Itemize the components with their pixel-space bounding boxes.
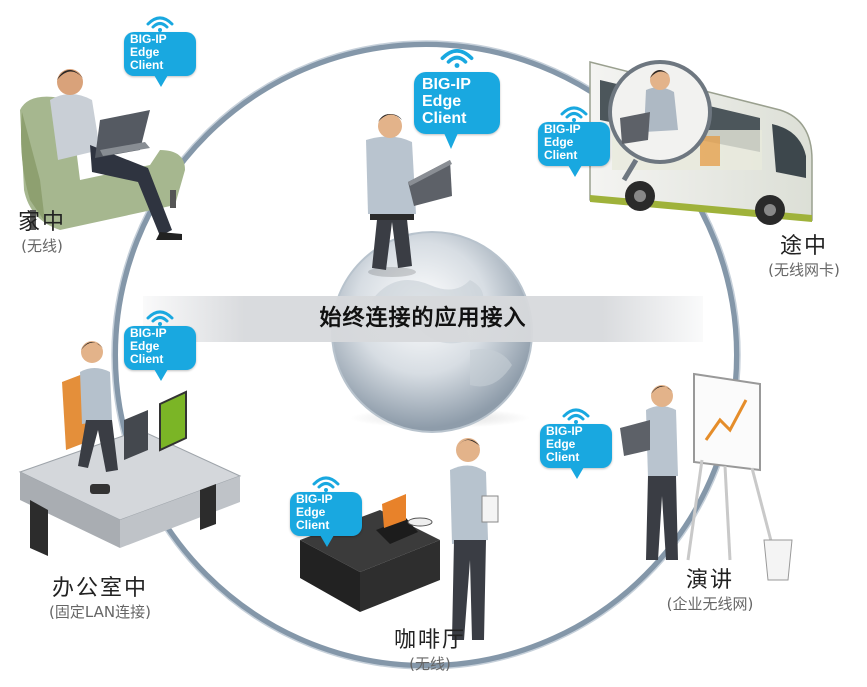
location-name: 演讲 bbox=[685, 568, 734, 593]
wifi-icon bbox=[312, 476, 340, 492]
wifi-icon bbox=[146, 310, 174, 326]
wifi-icon bbox=[440, 49, 474, 68]
location-name: 途中 bbox=[779, 234, 828, 259]
cafe-figure bbox=[300, 438, 499, 640]
badge-bubble bbox=[124, 32, 196, 87]
presentation-figure bbox=[620, 372, 793, 581]
location-connection: (无线) bbox=[409, 655, 451, 673]
location-name: 咖啡厅 bbox=[393, 628, 466, 653]
home-person-figure bbox=[20, 69, 185, 240]
connection-ring bbox=[112, 41, 740, 669]
badge-bubble bbox=[290, 492, 362, 547]
location-connection: (无线网卡) bbox=[768, 261, 840, 279]
location-name: 办公室中 bbox=[51, 576, 148, 601]
location-office: 办公室中 (固定LAN连接) bbox=[20, 576, 180, 622]
badge-bubble bbox=[540, 424, 612, 479]
location-connection: (固定LAN连接) bbox=[49, 603, 151, 621]
office-figure bbox=[18, 341, 242, 556]
center-person-figure bbox=[366, 114, 452, 277]
location-connection: (无线) bbox=[21, 237, 63, 255]
center-label: 始终连接的应用接入 bbox=[319, 306, 527, 331]
wifi-icon bbox=[562, 408, 590, 424]
badge-bubble bbox=[124, 326, 196, 381]
wifi-icon bbox=[146, 16, 174, 32]
location-name: 家中 bbox=[17, 210, 66, 235]
location-cafe: 咖啡厅 (无线) bbox=[370, 628, 490, 674]
center-banner bbox=[143, 296, 703, 342]
wifi-icon bbox=[560, 106, 588, 122]
bus-figure bbox=[589, 60, 813, 225]
location-home: 家中 (无线) bbox=[4, 210, 80, 256]
badge-bubble bbox=[538, 122, 610, 177]
location-transit: 途中 (无线网卡) bbox=[748, 234, 860, 280]
location-connection: (企业无线网) bbox=[666, 595, 754, 613]
location-presentation: 演讲 (企业无线网) bbox=[640, 568, 780, 614]
badge-bubble bbox=[414, 72, 500, 149]
